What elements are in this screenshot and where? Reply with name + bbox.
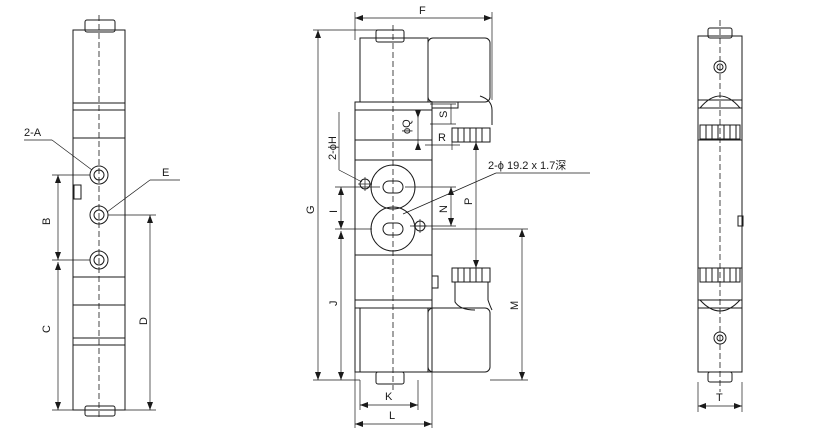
bottom-solenoid-coil — [359, 307, 429, 373]
top-connector — [427, 37, 491, 103]
label-c: C — [41, 325, 53, 333]
right-bottom-dome — [699, 299, 741, 312]
label-2-phi-h: 2-ϕH — [327, 136, 339, 160]
label-t: T — [716, 392, 723, 404]
right-top-dome — [699, 95, 741, 109]
top-solenoid-coil — [359, 37, 429, 103]
label-p: P — [463, 198, 475, 205]
label-f: F — [419, 5, 426, 17]
label-2-a: 2-A — [24, 127, 42, 139]
right-lower-hole — [713, 331, 727, 345]
label-n: N — [438, 205, 450, 213]
label-m: M — [509, 301, 521, 310]
middle-valve-body — [354, 101, 433, 373]
right-view: T — [697, 20, 744, 412]
middle-top-cap — [375, 29, 405, 43]
label-k: K — [385, 391, 393, 403]
left-side-notch — [73, 184, 82, 200]
middle-bottom-cap — [375, 371, 405, 385]
left-bottom-cap — [84, 405, 116, 417]
top-connector-neck — [431, 102, 459, 109]
right-bottom-gland — [699, 267, 741, 283]
label-e: E — [162, 167, 169, 179]
right-upper-hole — [713, 60, 727, 74]
right-side-tab — [737, 215, 744, 227]
label-d: D — [138, 317, 150, 325]
mounting-hole-upper — [358, 177, 372, 191]
label-l: L — [389, 410, 395, 422]
middle-view: F — [305, 5, 590, 428]
label-b: B — [41, 218, 53, 225]
right-top-gland — [699, 124, 741, 140]
label-i: I — [328, 210, 340, 213]
label-counterbore: 2-ϕ 19.2 x 1.7深 — [488, 159, 566, 172]
bottom-connector — [427, 307, 491, 373]
label-g: G — [305, 205, 317, 214]
label-s: S — [438, 111, 450, 118]
bottom-gland-nut — [451, 267, 491, 283]
label-phi-q: ϕQ — [401, 119, 413, 134]
label-r: R — [438, 132, 446, 144]
left-top-cap — [84, 19, 116, 33]
label-j: J — [328, 301, 340, 307]
middle-side-tab — [431, 275, 439, 289]
left-view: 2-A E B C D — [24, 15, 180, 420]
